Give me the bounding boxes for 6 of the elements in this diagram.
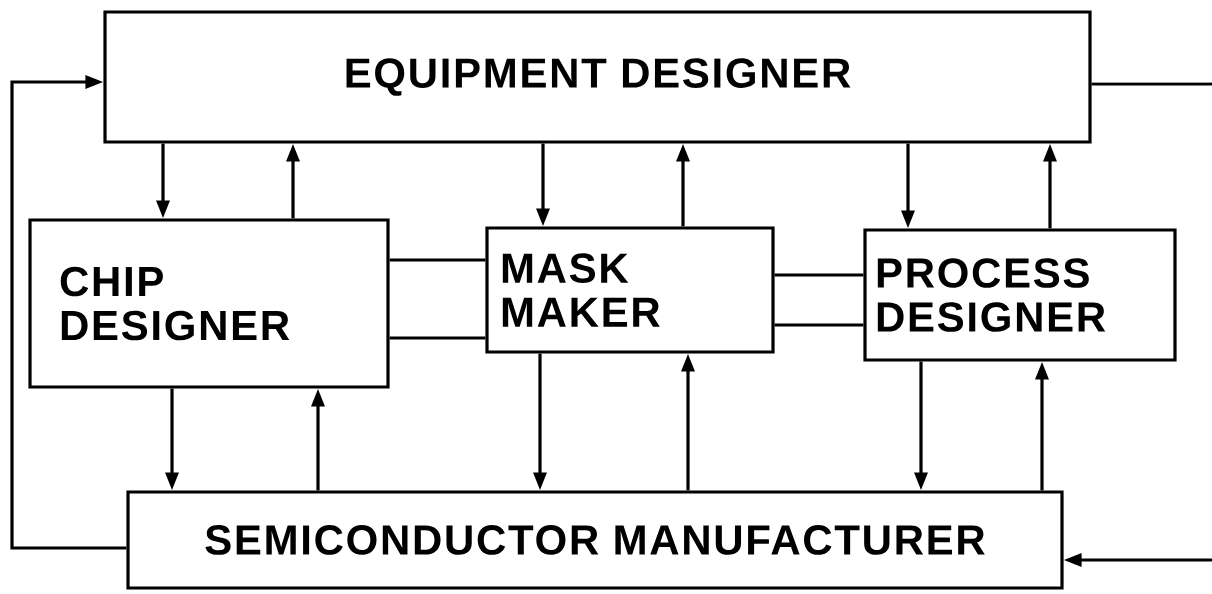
process-box: PROCESS DESIGNER <box>863 228 1177 362</box>
process-box: SEMICONDUCTOR MANUFACTURER <box>126 490 1064 590</box>
process-box: EQUIPMENT DESIGNER <box>103 10 1092 144</box>
arrow <box>10 75 127 550</box>
process-box: CHIP DESIGNER <box>28 218 390 389</box>
process-box: MASK MAKER <box>485 226 775 354</box>
